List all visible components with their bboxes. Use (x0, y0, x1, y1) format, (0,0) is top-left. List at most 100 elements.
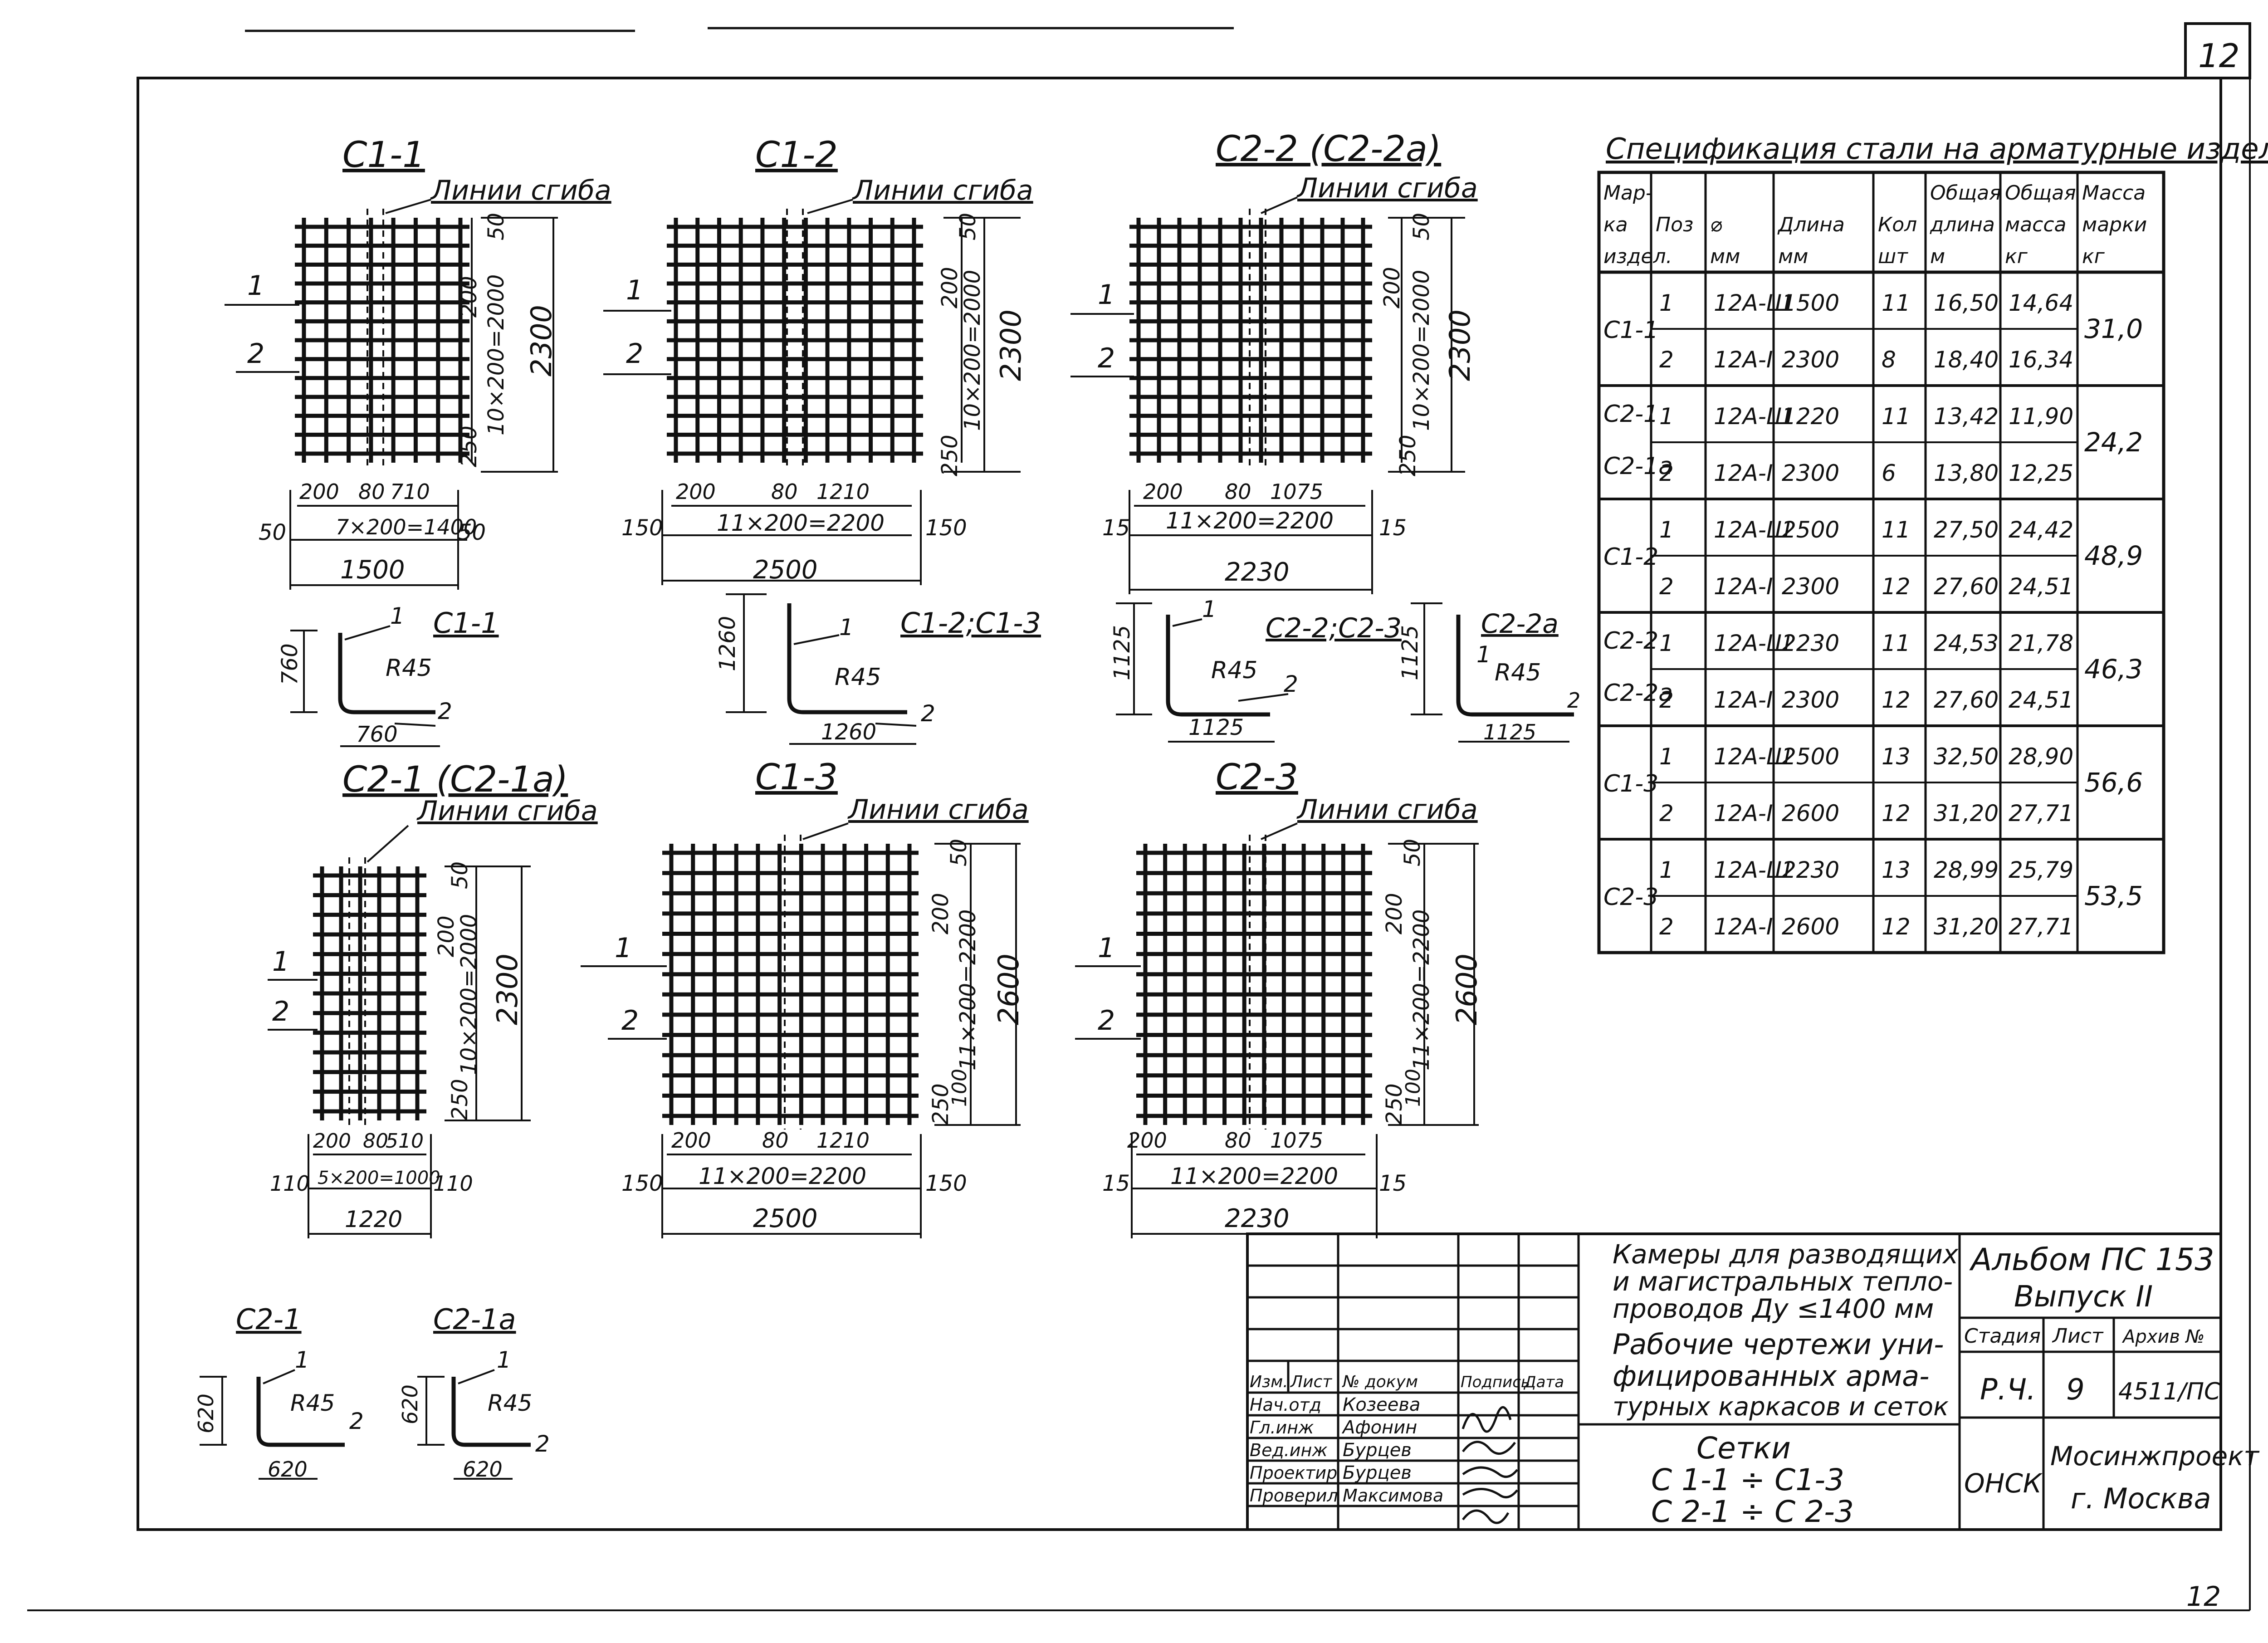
bend-radius: R45 (386, 655, 432, 682)
bend-leg: 620 (398, 1384, 422, 1424)
spec-cell: 12 (1882, 687, 1911, 713)
bend-p2: 2 (535, 1431, 550, 1457)
tb-head-date: Дата (1523, 1373, 1564, 1391)
col-head-sheet: Лист (2052, 1325, 2104, 1348)
bend-base: 1125 (1188, 715, 1244, 740)
spec-cell: 1 (1659, 517, 1674, 543)
tb-role: Проектир (1250, 1463, 1337, 1483)
project-title-line1: Камеры для разводящих (1613, 1239, 1959, 1270)
dim-total: 2600 (1450, 954, 1483, 1025)
dim-row1-a: 200 (1127, 1128, 1167, 1153)
tb-role: Вед.инж (1250, 1440, 1328, 1460)
mesh-grid (662, 835, 919, 1130)
spec-cell: 12А-I (1714, 687, 1773, 713)
bend-radius: R45 (1211, 657, 1257, 684)
spec-cell: 2 (1659, 573, 1674, 600)
bend-lines-label: Линии сгиба (847, 794, 1029, 826)
title-block: Изм. Лист № докум Подпись Дата Нач.отд К… (1246, 1232, 2260, 1531)
project-title-line3: проводов Ду ≤1400 мм (1613, 1293, 1934, 1324)
spec-cell: 27,60 (1934, 573, 1999, 600)
bend-title: С1-1 (433, 606, 499, 640)
spec-mark: С2-1а (1603, 453, 1673, 480)
bend-p2: 2 (438, 698, 452, 724)
spec-header-cell: шт (1878, 245, 1908, 268)
bend-sketch-c1-1: С1-1 760 1 R45 2 760 (277, 603, 499, 747)
spec-cell: 13 (1882, 857, 1911, 883)
bend-p1: 1 (390, 603, 405, 629)
spec-cell: 1 (1659, 290, 1674, 316)
dim-row2-a: 15 (1102, 1171, 1130, 1196)
spec-cell: 13 (1882, 743, 1911, 770)
spec-cell: 2230 (1782, 630, 1839, 656)
bend-sketch-c2-1: С2-1 620 1 R45 2 620 (194, 1303, 364, 1482)
tb-name: Афонин (1341, 1417, 1417, 1438)
spec-cell: 16,34 (2009, 347, 2073, 373)
bend-leg: 620 (194, 1394, 218, 1433)
spec-cell: 12 (1882, 914, 1911, 940)
spec-cell: 28,90 (2009, 743, 2073, 770)
dim-step: 200 (937, 267, 963, 308)
dim-width: 2500 (753, 555, 818, 585)
subject-line1: Сетки (1696, 1431, 1791, 1466)
spec-cell: 24,42 (2009, 517, 2073, 543)
spec-cell: 11 (1882, 630, 1911, 656)
dim-width: 2500 (753, 1204, 818, 1233)
tb-name: Козеева (1343, 1394, 1420, 1415)
subject-line3: С 2-1 ÷ С 2-3 (1651, 1494, 1854, 1529)
mesh-title: С2-1 (С2-1а) (342, 759, 568, 800)
dim-row2-c: 150 (925, 1171, 967, 1196)
dim-run: 11×200=2200 (955, 910, 981, 1071)
spec-cell: 12 (1882, 573, 1911, 600)
dim-row1-b: 80 (762, 1128, 789, 1153)
dim-row2-a: 50 (259, 520, 286, 545)
dim-width: 1220 (345, 1206, 402, 1232)
dim-row1-b: 80 (358, 479, 385, 504)
dim-step: 200 (456, 276, 482, 318)
spec-cell: 2 (1659, 914, 1674, 940)
dim-top: 50 (1409, 213, 1434, 240)
position-label-2: 2 (621, 1005, 639, 1037)
bend-base: 1260 (821, 719, 876, 745)
bend-lines-label: Линии сгиба (1296, 794, 1478, 826)
spec-cell: 2300 (1782, 347, 1839, 373)
spec-cell: 27,60 (1934, 687, 1999, 713)
position-label-1: 1 (615, 932, 632, 964)
spec-header-cell: Длина (1777, 213, 1845, 236)
spec-mark: С1-2 (1603, 543, 1658, 571)
tb-head-list: Лист (1290, 1373, 1332, 1391)
position-label-1: 1 (247, 270, 264, 302)
spec-cell: 12А-I (1714, 914, 1773, 940)
position-label-1: 1 (272, 946, 289, 978)
spec-cell: 2500 (1782, 743, 1839, 770)
bend-lines-label: Линии сгиба (852, 175, 1033, 206)
spec-cell: 12А-I (1714, 460, 1773, 486)
position-label-1: 1 (1098, 279, 1115, 311)
dim-row2-c: 15 (1379, 1171, 1407, 1196)
position-label-2: 2 (247, 338, 264, 370)
spec-cell: 12А-Ш (1714, 290, 1790, 316)
mesh-grid (1136, 835, 1372, 1130)
spec-cell: 11 (1882, 290, 1911, 316)
spec-cell: 11 (1882, 517, 1911, 543)
spec-cell: 12А-I (1714, 800, 1773, 826)
dim-row1-c: 510 (386, 1130, 424, 1153)
spec-mark-mass: 56,6 (2084, 767, 2143, 798)
dim-row2-c: 110 (433, 1171, 473, 1196)
dim-row2-b: 5×200=1000 (318, 1168, 440, 1188)
dim-total: 2300 (1443, 309, 1476, 381)
spec-header-cell: мм (1710, 245, 1740, 268)
bend-leg: 1260 (715, 616, 740, 671)
dim-row1-c: 710 (390, 479, 430, 504)
dim-bottom: 250 (1382, 1083, 1407, 1125)
spec-cell: 11,90 (2009, 403, 2073, 430)
spec-header-cell: Мар- (1603, 181, 1653, 205)
spec-cell: 12А-Ш (1714, 403, 1790, 430)
spec-cell: 1220 (1782, 403, 1839, 430)
spec-cell: 21,78 (2009, 630, 2073, 656)
spec-cell: 2 (1659, 460, 1674, 486)
spec-cell: 24,51 (2009, 687, 2073, 713)
bend-p1: 1 (839, 614, 854, 641)
bend-title: С2-2а (1481, 608, 1559, 639)
spec-cell: 28,99 (1934, 857, 1999, 883)
dim-row1-a: 200 (671, 1128, 711, 1153)
